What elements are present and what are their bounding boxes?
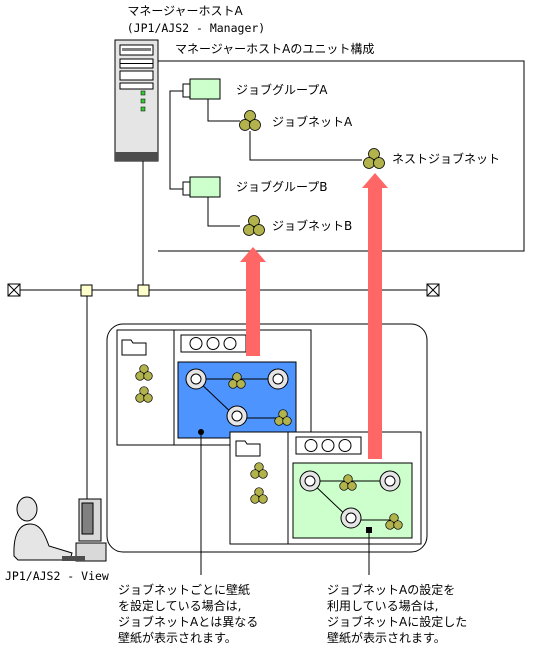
arrow-jobnet-b — [240, 247, 266, 356]
jobnet-a-label: ジョブネットA — [272, 114, 353, 129]
note-left-line: ジョブネットごとに壁紙 — [118, 582, 250, 597]
unit-config-frame — [158, 60, 525, 252]
view-product-label: JP1/AJS2 - View — [5, 569, 109, 583]
workstation-icon — [62, 498, 107, 562]
note-left-line: ジョブネットAとは異なる — [118, 614, 258, 629]
jobgroup-icon — [182, 78, 221, 100]
note-right-line: 利用している場合は, — [327, 598, 438, 613]
note-right-line: ジョブネットAの設定を — [327, 582, 455, 597]
jobgroup-a-label: ジョブグループA — [236, 82, 328, 97]
tree-connector — [169, 90, 183, 190]
jobnet-icon — [239, 110, 261, 131]
note-left-line: 壁紙が表示されます。 — [118, 630, 237, 645]
jobgroup-icon — [182, 176, 221, 198]
person-icon — [13, 496, 73, 561]
jobnet-icon — [243, 215, 265, 236]
server-icon — [114, 39, 159, 162]
jobgroup-b-label: ジョブグループB — [236, 179, 328, 194]
jobnet-icon — [363, 148, 385, 169]
note-left: ジョブネットごとに壁紙 を設定している場合は, ジョブネットAとは異なる 壁紙が… — [118, 582, 258, 645]
nested-jobnet-label: ネストジョブネット — [392, 151, 500, 166]
note-right-line: 壁紙が表示されます。 — [327, 630, 446, 645]
jobnet-monitor-window-1 — [116, 329, 312, 446]
manager-host-label: マネージャーホストA — [127, 4, 243, 18]
arrow-jobnet-a — [362, 173, 388, 459]
note-left-line: を設定している場合は, — [118, 598, 241, 613]
manager-product-label: (JP1/AJS2 - Manager) — [127, 21, 265, 35]
note-right: ジョブネットAの設定を 利用している場合は, ジョブネットAに設定した 壁紙が表… — [327, 582, 467, 645]
note-right-line: ジョブネットAに設定した — [327, 614, 467, 629]
folder-icon — [121, 339, 147, 356]
folder-icon — [235, 440, 261, 457]
jobnet-b-label: ジョブネットB — [272, 218, 352, 233]
network-line — [7, 161, 440, 520]
unit-config-title: マネージャーホストAのユニット構成 — [175, 42, 374, 56]
jobnet-monitor-window-2 — [229, 431, 422, 545]
